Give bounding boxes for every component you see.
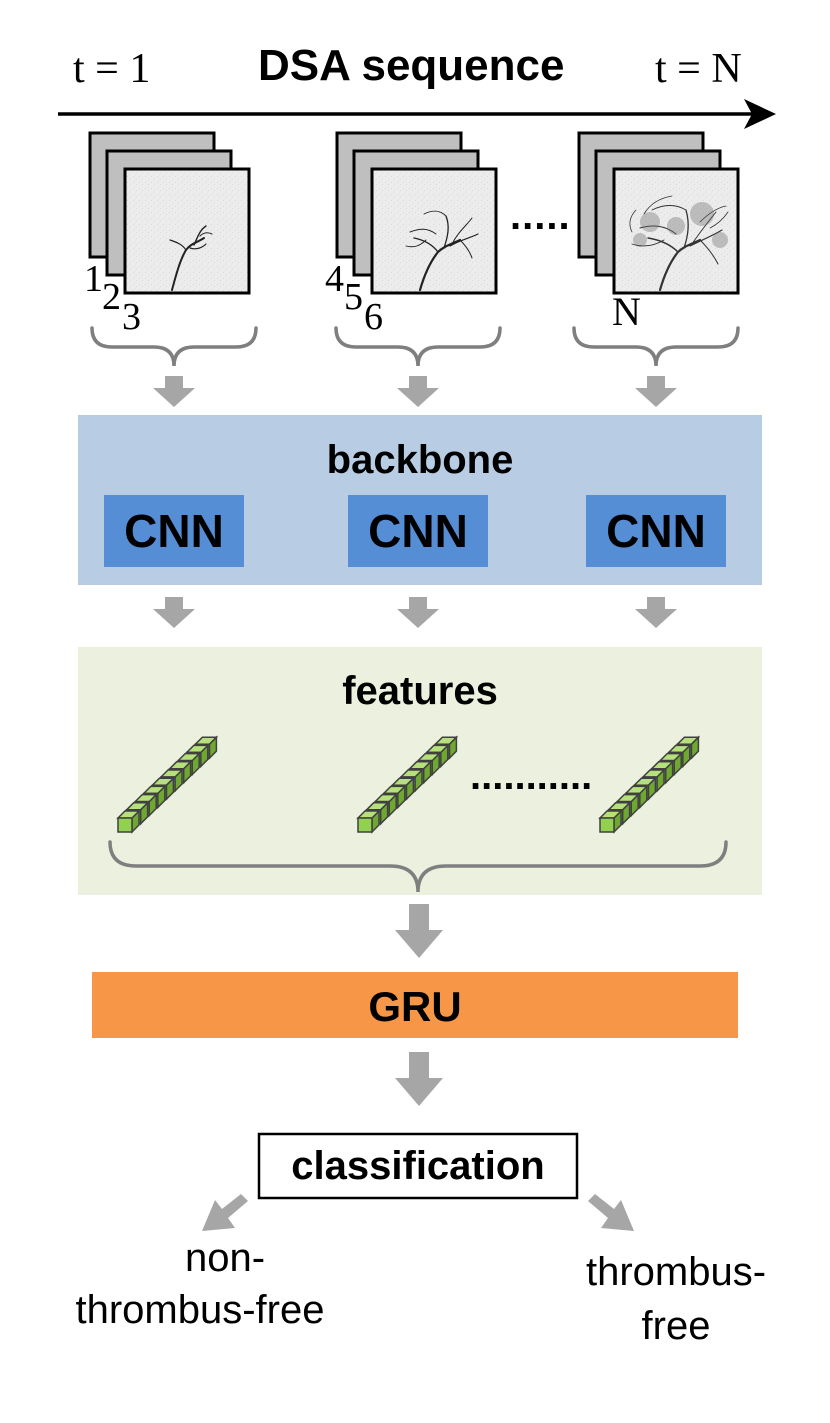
frame-number-6: 6 [364, 296, 383, 338]
output-right-line1: thrombus- [585, 1250, 767, 1294]
gru-bar [92, 972, 738, 1038]
cnn-label-1: CNN [124, 505, 224, 557]
time-start-label: t = 1 [73, 46, 151, 92]
angiogram-vessels-3 [629, 195, 729, 292]
output-left-line2: thrombus-free [75, 1288, 325, 1332]
feature-vector-2 [356, 735, 459, 834]
backbone-label: backbone [326, 438, 514, 482]
frame-stack-3 [577, 131, 740, 295]
feature-cube-front [117, 817, 133, 833]
frame-number-4: 4 [325, 258, 344, 300]
classification-box [257, 1132, 579, 1200]
time-end-label: t = N [655, 46, 742, 92]
frame-number-2: 2 [102, 276, 121, 318]
arrow-down-4 [153, 597, 195, 628]
arrow-down-2 [397, 376, 439, 407]
arrow-right-output [588, 1194, 634, 1231]
angiogram-vessels-1 [169, 225, 213, 291]
frame-number-1: 1 [84, 258, 103, 300]
feature-vector-3 [598, 735, 701, 834]
feature-cube-front [357, 817, 373, 833]
arrow-down-1 [153, 376, 195, 407]
output-left-line1: non- [184, 1236, 266, 1280]
arrow-left-output [202, 1194, 248, 1231]
angiogram-haze-3 [633, 202, 728, 248]
sequence-title: DSA sequence [258, 41, 565, 90]
frames-ellipsis: ..... [510, 194, 571, 238]
classification-label: classification [291, 1144, 545, 1188]
features-ellipsis: ........... [470, 754, 593, 798]
arrow-down-5 [397, 597, 439, 628]
frame-number-3: 3 [122, 296, 141, 338]
brace-1 [90, 326, 258, 367]
feature-vector-1 [116, 735, 219, 834]
arrow-to-gru [395, 904, 443, 958]
cnn-label-3: CNN [606, 505, 706, 557]
frame-number-5: 5 [344, 276, 363, 318]
frame-number-n: N [612, 289, 641, 334]
output-right-line2: free [641, 1304, 711, 1348]
feature-cube-front [599, 817, 615, 833]
frame-braces [90, 326, 740, 367]
cnn-label-2: CNN [368, 505, 468, 557]
cnn-box-3 [586, 495, 726, 567]
arrow-to-classification [395, 1052, 443, 1106]
cnn-box-1 [104, 495, 244, 567]
features-label: features [342, 669, 498, 713]
angiogram-vessels-2 [405, 210, 479, 292]
frame-stack-1 [88, 131, 251, 295]
brace-3 [572, 326, 740, 367]
arrows-to-backbone [153, 376, 677, 407]
output-arrows [202, 1194, 634, 1231]
frame-stack-2 [335, 131, 498, 295]
timeline-arrow [58, 99, 776, 129]
arrow-down-3 [635, 376, 677, 407]
features-brace [108, 840, 728, 893]
gru-label: GRU [368, 983, 462, 1030]
cnn-box-2 [348, 495, 488, 567]
brace-2 [334, 326, 502, 367]
arrows-to-features [153, 597, 677, 628]
arrow-down-6 [635, 597, 677, 628]
